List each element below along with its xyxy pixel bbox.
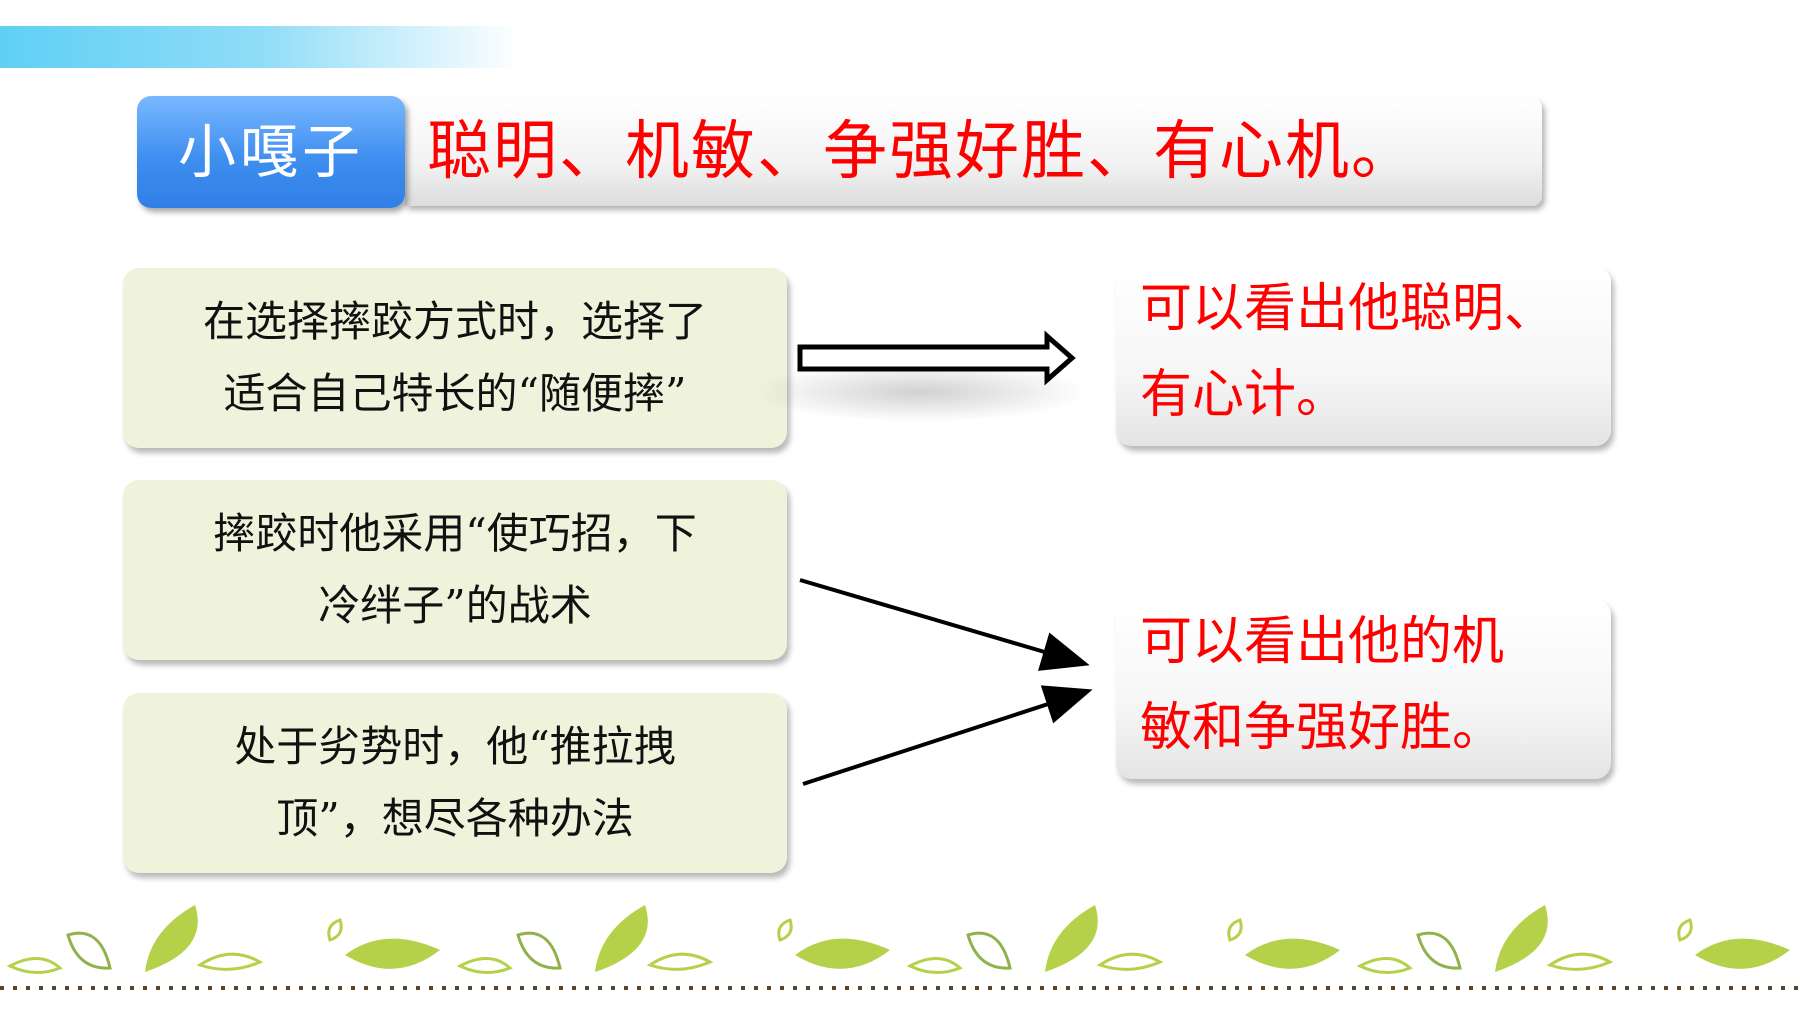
leaf-icon xyxy=(456,957,513,974)
result-1-line-1: 可以看出他聪明、 xyxy=(1140,279,1557,339)
arrow-shadow xyxy=(750,362,1090,422)
leaf-icon xyxy=(1227,918,1243,942)
arrow-event3-to-result2 xyxy=(802,685,1093,786)
result-2-line-1: 可以看出他的机 xyxy=(1140,612,1505,672)
top-accent-bar xyxy=(0,26,520,68)
leaf-icon xyxy=(196,952,264,971)
leaf-group-3 xyxy=(906,905,1340,974)
event-2-line-2: 冷绊子”的战术 xyxy=(318,581,592,630)
leaf-icon xyxy=(906,957,963,974)
result-box-1: 可以看出他聪明、 有心计。 xyxy=(1116,266,1611,446)
hollow-arrow-icon xyxy=(797,330,1076,386)
leaf-icon xyxy=(327,918,343,942)
leaf-icon xyxy=(795,938,890,969)
leaf-icon xyxy=(1045,905,1098,972)
leaf-icon xyxy=(1546,952,1614,971)
leaf-group-2 xyxy=(456,905,890,974)
event-3-line-2: 顶”，想尽各种办法 xyxy=(276,794,634,843)
leaf-icon xyxy=(966,931,1012,970)
event-1-line-1: 在选择摔跤方式时，选择了 xyxy=(202,297,707,346)
leaf-icon xyxy=(595,905,648,972)
leaf-icon xyxy=(1096,952,1164,971)
leaf-icon xyxy=(1677,918,1693,942)
traits-summary: 聪明、机敏、争强好胜、有心机。 xyxy=(405,98,1542,206)
leaf-icon xyxy=(6,957,63,974)
subject-label: 小嘎子 xyxy=(137,96,405,208)
leaf-icon xyxy=(1416,931,1462,970)
leaf-group-1 xyxy=(6,905,440,974)
event-2-line-1: 摔跤时他采用“使巧招，下 xyxy=(213,509,697,558)
event-3-line-1: 处于劣势时，他“推拉拽 xyxy=(234,722,676,771)
leaf-icon xyxy=(646,952,714,971)
leaf-icon xyxy=(145,905,198,972)
result-1-line-2: 有心计。 xyxy=(1140,365,1349,425)
leaf-icon xyxy=(1495,905,1548,972)
leaf-icon xyxy=(1245,938,1340,969)
leaf-group-4 xyxy=(1356,905,1790,974)
leaf-icon xyxy=(1695,938,1790,969)
event-1-line-2: 适合自己特长的“随便摔” xyxy=(223,369,687,418)
leaf-decoration xyxy=(6,905,1790,974)
event-box-3: 处于劣势时，他“推拉拽 顶”，想尽各种办法 xyxy=(123,693,787,873)
leaf-icon xyxy=(516,931,562,970)
leaf-icon xyxy=(777,918,793,942)
event-box-1: 在选择摔跤方式时，选择了 适合自己特长的“随便摔” xyxy=(123,268,787,448)
arrow-event2-to-result2 xyxy=(799,578,1090,671)
result-2-line-2: 敏和争强好胜。 xyxy=(1140,698,1505,758)
event-box-2: 摔跤时他采用“使巧招，下 冷绊子”的战术 xyxy=(123,480,787,660)
result-box-2: 可以看出他的机 敏和争强好胜。 xyxy=(1116,599,1611,779)
leaf-icon xyxy=(1356,957,1413,974)
leaf-icon xyxy=(345,938,440,969)
leaf-icon xyxy=(66,931,112,970)
